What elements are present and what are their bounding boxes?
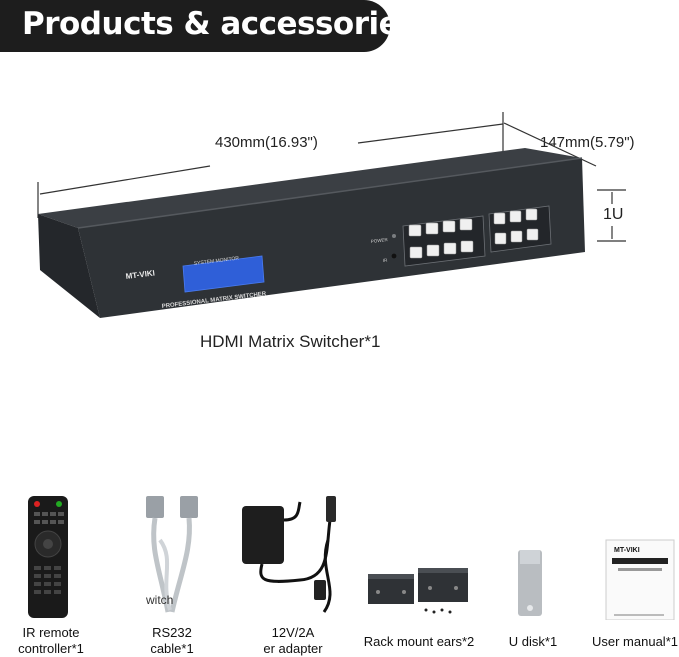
- ir-label: IR: [383, 257, 389, 263]
- input-buttons: [408, 218, 474, 259]
- section-header: [0, 0, 390, 52]
- power-adapter-icon: [242, 496, 336, 613]
- user-manual-icon: MT-VIKI: [605, 539, 675, 620]
- manual-brand: MT-VIKI: [614, 547, 640, 554]
- power-label: POWER: [371, 237, 389, 244]
- device-side-face: [38, 214, 100, 318]
- matrix-switcher-illustration: MT-VIKI SYSTEM MONITOR PROFESSIONAL MATR…: [37, 112, 626, 318]
- output-buttons: [493, 208, 539, 245]
- u-disk-icon: [518, 550, 542, 616]
- accessory-caption-remote: IR remote controller*1: [18, 625, 84, 656]
- page-title: Products & accessories: [22, 6, 418, 42]
- rack-ears-icon: [368, 568, 468, 614]
- screen-label: SYSTEM MONITOR: [194, 255, 240, 267]
- accessory-caption-rs232: RS232 cable*1: [150, 625, 194, 656]
- height-dimension-label: 1U: [603, 206, 624, 223]
- accessory-caption-rack-ears: Rack mount ears*2: [363, 634, 475, 649]
- brand-logo: MT-VIKI: [125, 268, 155, 281]
- lcd-screen: [182, 255, 265, 293]
- remote-control-icon: [28, 496, 68, 618]
- dimension-lines: [37, 112, 626, 242]
- accessory-caption-manual: User manual*1: [592, 634, 678, 649]
- rs232-cable-icon: witch: [145, 496, 198, 613]
- accessory-caption-udisk: U disk*1: [508, 634, 558, 649]
- device-caption: HDMI Matrix Switcher*1: [200, 332, 381, 351]
- device-top-face: [38, 148, 582, 228]
- cable-overlay-text: witch: [145, 593, 173, 607]
- width-dimension-label: 430mm(16.93"): [215, 134, 318, 151]
- accessories-illustration: witch MT-VIKI: [28, 496, 675, 620]
- depth-dimension-label: 147mm(5.79"): [540, 134, 635, 151]
- accessory-caption-adapter: 12V/2A er adapter: [263, 625, 323, 656]
